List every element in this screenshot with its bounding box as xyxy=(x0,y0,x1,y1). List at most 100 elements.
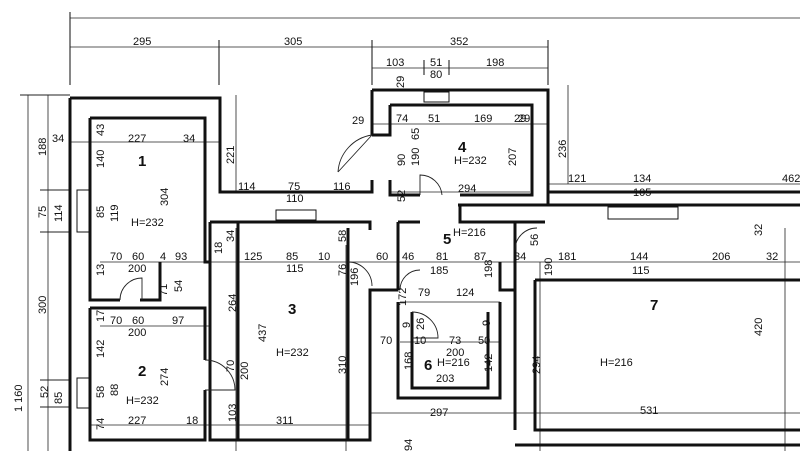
dim-label: 190 xyxy=(410,148,422,166)
dim-label: 80 xyxy=(430,69,442,81)
dim-label: 10 xyxy=(414,335,426,347)
dim-label: 437 xyxy=(257,324,269,342)
dim-label: 105 xyxy=(633,187,651,199)
dim-label: 115 xyxy=(632,265,650,277)
room-height-7: H=216 xyxy=(600,357,633,369)
room-number-5: 5 xyxy=(443,231,451,248)
dim-label: 50 xyxy=(478,335,490,347)
dim-label: 274 xyxy=(159,368,171,386)
room-height-5: H=216 xyxy=(453,227,486,239)
dim-label: 29 xyxy=(395,76,407,88)
dim-label: 26 xyxy=(415,318,427,330)
dim-label: 200 xyxy=(128,263,146,275)
dim-label: 352 xyxy=(450,36,468,48)
dim-label: 188 xyxy=(37,138,49,156)
room-number-1: 1 xyxy=(138,153,146,170)
dim-label: 196 xyxy=(349,268,361,286)
dim-label: 60 xyxy=(132,251,144,263)
room-height-2: H=232 xyxy=(126,395,159,407)
dim-label: 134 xyxy=(633,173,651,185)
dim-label: 295 xyxy=(133,36,151,48)
door-room1 xyxy=(119,277,143,301)
dim-label: 58 xyxy=(95,386,107,398)
dim-label: 103 xyxy=(386,57,404,69)
dim-label: 311 xyxy=(276,415,294,427)
dim-label: 85 xyxy=(286,251,298,263)
room-labels: 1 H=232 2 H=232 3 H=232 4 H=232 5 H=216 … xyxy=(126,139,658,407)
dim-label: 75 xyxy=(37,206,49,218)
dim-label: 114 xyxy=(53,204,65,222)
dim-label: 264 xyxy=(227,294,239,312)
window-room1 xyxy=(76,189,90,233)
dim-label: 70 xyxy=(225,360,237,372)
dim-label: 34 xyxy=(183,133,195,145)
dim-label: 60 xyxy=(132,315,144,327)
dim-label: 203 xyxy=(436,373,454,385)
dim-label: 74 xyxy=(396,113,408,125)
dim-label: 51 xyxy=(430,57,442,69)
dim-label: 125 xyxy=(244,251,262,263)
dim-label: 93 xyxy=(175,251,187,263)
doors xyxy=(119,134,538,391)
dim-label: 71 xyxy=(158,284,170,296)
dim-label: 310 xyxy=(337,356,349,374)
dim-label: 236 xyxy=(557,140,569,158)
dim-label: 13 xyxy=(95,264,107,276)
dim-label: 142 xyxy=(95,340,107,358)
dim-label: 9 xyxy=(481,320,493,326)
dim-label: 54 xyxy=(173,280,185,292)
dim-label: 60 xyxy=(376,251,388,263)
dim-label: 32 xyxy=(766,251,778,263)
room-height-6: H=216 xyxy=(437,357,470,369)
dim-label: 168 xyxy=(403,352,415,370)
dim-label: 142 xyxy=(483,354,495,372)
dim-label: 85 xyxy=(95,206,107,218)
dim-label: 56 xyxy=(529,234,541,246)
dim-label: 52 xyxy=(396,190,408,202)
dim-label: 51 xyxy=(428,113,440,125)
dim-label: 300 xyxy=(37,296,49,314)
dim-label: 200 xyxy=(128,327,146,339)
dim-label: 10 xyxy=(318,251,330,263)
dim-label: 200 xyxy=(446,347,464,359)
dim-label: 110 xyxy=(286,193,304,205)
dim-label: 420 xyxy=(753,318,765,336)
dim-label: 87 xyxy=(474,251,486,263)
dim-label: 114 xyxy=(238,181,256,193)
walls xyxy=(68,88,800,451)
dim-label: 46 xyxy=(402,251,414,263)
dimension-lines xyxy=(20,12,800,451)
door-room2 xyxy=(204,359,236,391)
dim-label: 74 xyxy=(95,418,107,430)
dim-label: 29 xyxy=(514,113,526,125)
dim-label: 169 xyxy=(474,113,492,125)
room-height-1: H=232 xyxy=(131,217,164,229)
window-hall xyxy=(275,209,317,221)
dim-label: 181 xyxy=(558,251,576,263)
dim-label: 73 xyxy=(449,335,461,347)
dim-label: 221 xyxy=(225,146,237,164)
dim-label: 94 xyxy=(403,439,415,451)
dim-label: 116 xyxy=(333,181,351,193)
dim-label: 1 160 xyxy=(13,384,25,412)
dim-label: 81 xyxy=(436,251,448,263)
dim-label: 206 xyxy=(712,251,730,263)
dim-label: 34 xyxy=(225,230,237,242)
dim-label: 43 xyxy=(95,124,107,136)
room-number-7: 7 xyxy=(650,297,658,314)
dim-label: 121 xyxy=(568,173,586,185)
dim-label: 531 xyxy=(640,405,658,417)
dimension-labels: 295 305 352 103 51 198 80 29 29 74 51 16… xyxy=(13,36,800,451)
dim-label: 4 xyxy=(160,251,166,263)
dim-label: 140 xyxy=(95,150,107,168)
door-room4-inner xyxy=(419,174,443,196)
window-room2 xyxy=(76,377,90,409)
dim-label: 79 xyxy=(418,287,430,299)
room-number-4: 4 xyxy=(458,139,467,156)
dim-label: 198 xyxy=(486,57,504,69)
dim-label: 297 xyxy=(430,407,448,419)
dim-label: 9 xyxy=(401,322,413,328)
window-room7 xyxy=(607,206,679,220)
dim-label: 227 xyxy=(128,415,146,427)
